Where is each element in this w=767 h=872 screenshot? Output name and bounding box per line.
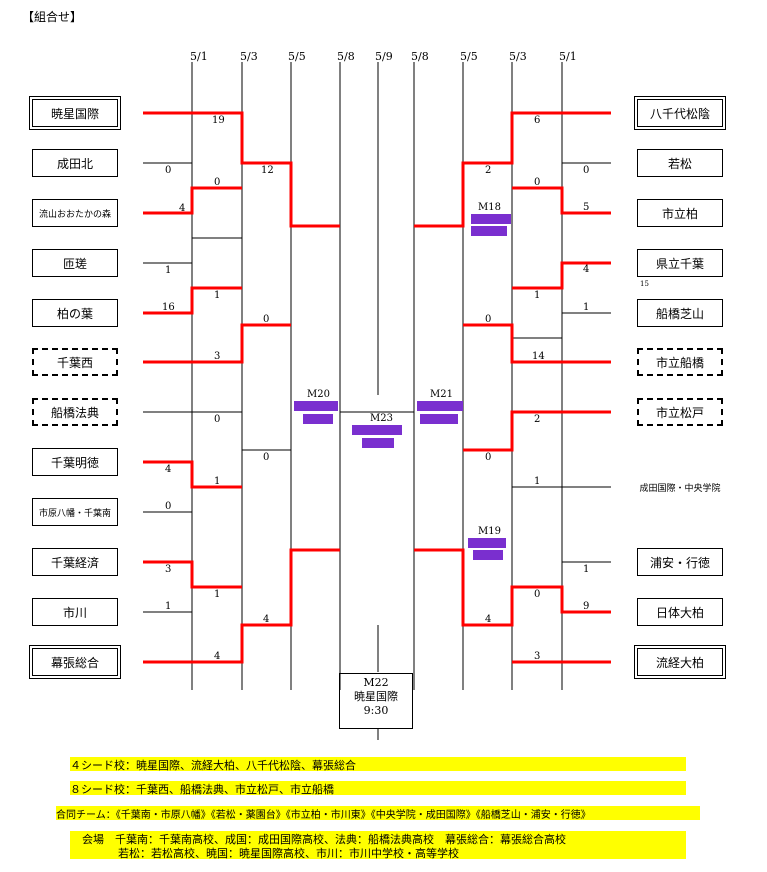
team-left-6: 千葉西 bbox=[32, 348, 118, 376]
score: 0 bbox=[263, 314, 270, 325]
score: 3 bbox=[214, 351, 221, 362]
team-left-10: 千葉経済 bbox=[32, 548, 118, 576]
score: 0 bbox=[534, 589, 541, 600]
date-label: 5/1 bbox=[559, 50, 577, 63]
score: 16 bbox=[162, 302, 175, 313]
score: 4 bbox=[485, 614, 492, 625]
team-left-7: 船橋法典 bbox=[32, 398, 118, 426]
note-joint-teams: 合同チーム：《千葉南・市原八幡》《若松・薬園台》《市立柏・市川東》《中央学院・成… bbox=[56, 806, 700, 821]
score: 0 bbox=[165, 165, 172, 176]
team-right-8: 成田国際・中央学院 bbox=[637, 473, 723, 501]
match-highlight bbox=[420, 414, 458, 424]
score: 0 bbox=[214, 177, 221, 188]
date-label: 5/3 bbox=[240, 50, 258, 63]
score: 1 bbox=[165, 601, 172, 612]
team-right-11: 流経大柏 bbox=[634, 645, 726, 679]
date-label: 5/5 bbox=[288, 50, 306, 63]
score: 1 bbox=[165, 265, 172, 276]
team-right-3: 市立柏 bbox=[637, 199, 723, 227]
match-label-m23: M23 bbox=[370, 413, 393, 424]
team-right-5: 船橋芝山 bbox=[637, 299, 723, 327]
team-right-4: 県立千葉 bbox=[637, 249, 723, 277]
team-left-3: 流山おおたかの森 bbox=[32, 199, 118, 227]
team-right-7: 市立松戸 bbox=[637, 398, 723, 426]
final-match-time: 9:30 bbox=[363, 704, 389, 717]
score: 0 bbox=[214, 414, 221, 425]
team-right-9: 浦安・行徳 bbox=[637, 548, 723, 576]
team-right-10: 日体大柏 bbox=[637, 598, 723, 626]
score: 1 bbox=[214, 290, 221, 301]
score: 4 bbox=[214, 651, 221, 662]
score: 0 bbox=[485, 314, 492, 325]
date-label: 5/8 bbox=[337, 50, 355, 63]
score: 2 bbox=[534, 414, 541, 425]
score: 0 bbox=[485, 452, 492, 463]
score: 1 bbox=[214, 589, 221, 600]
score: 12 bbox=[261, 165, 274, 176]
score: 3 bbox=[534, 651, 541, 662]
score: 9 bbox=[583, 601, 590, 612]
team-left-2: 成田北 bbox=[32, 149, 118, 177]
match-label-m19: M19 bbox=[478, 526, 501, 537]
score: 1 bbox=[534, 476, 541, 487]
match-label-m21: M21 bbox=[430, 389, 453, 400]
match-highlight bbox=[417, 401, 463, 411]
score: 1 bbox=[534, 290, 541, 301]
match-highlight bbox=[471, 226, 507, 236]
note-seed8: ８シード校：千葉西、船橋法典、市立松戸、市立船橋 bbox=[70, 781, 686, 796]
note-venue-1: 会場 千葉南：千葉南高校、成国：成田国際高校、法典：船橋法典高校 幕張総合：幕張… bbox=[70, 831, 686, 846]
date-label: 5/1 bbox=[190, 50, 208, 63]
score: 0 bbox=[534, 177, 541, 188]
match-highlight bbox=[362, 438, 394, 448]
score: 0 bbox=[263, 452, 270, 463]
final-match-label: M22 bbox=[363, 676, 389, 689]
score: 5 bbox=[583, 202, 590, 213]
match-highlight bbox=[303, 414, 333, 424]
score: 4 bbox=[583, 264, 590, 275]
score: 1 bbox=[214, 476, 221, 487]
match-highlight bbox=[352, 425, 402, 435]
team-left-9: 市原八幡・千葉南 bbox=[32, 498, 118, 526]
score: 4 bbox=[263, 614, 270, 625]
team-left-8: 千葉明徳 bbox=[32, 448, 118, 476]
score: 3 bbox=[165, 564, 172, 575]
date-label: 5/5 bbox=[460, 50, 478, 63]
score: 1 bbox=[583, 564, 590, 575]
date-label: 5/9 bbox=[375, 50, 393, 63]
score: 19 bbox=[212, 115, 225, 126]
score: 0 bbox=[583, 165, 590, 176]
score: 1 bbox=[583, 302, 590, 313]
match-highlight bbox=[471, 214, 511, 224]
team-right-2: 若松 bbox=[637, 149, 723, 177]
score: 4 bbox=[179, 203, 186, 214]
match-highlight bbox=[294, 401, 338, 411]
match-highlight bbox=[468, 538, 506, 548]
final-match-box: M22 暁星国際 9:30 bbox=[339, 673, 413, 729]
note-venue-2: 若松：若松高校、暁国：暁星国際高校、市川：市川中学校・高等学校 bbox=[70, 845, 686, 860]
match-highlight bbox=[473, 550, 503, 560]
match-label-m20: M20 bbox=[307, 389, 330, 400]
team-right-6: 市立船橋 bbox=[637, 348, 723, 376]
team-left-5: 柏の葉 bbox=[32, 299, 118, 327]
date-label: 5/3 bbox=[509, 50, 527, 63]
team-left-11: 市川 bbox=[32, 598, 118, 626]
match-label-m18: M18 bbox=[478, 202, 501, 213]
team-left-1: 暁星国際 bbox=[29, 96, 121, 130]
team-right-1: 八千代松陰 bbox=[634, 96, 726, 130]
score-note: 15 bbox=[640, 280, 649, 288]
team-left-4: 匝瑳 bbox=[32, 249, 118, 277]
score: 4 bbox=[165, 464, 172, 475]
note-seed4: ４シード校：暁星国際、流経大柏、八千代松陰、幕張総合 bbox=[70, 757, 686, 772]
score: 0 bbox=[165, 501, 172, 512]
team-left-12: 幕張総合 bbox=[29, 645, 121, 679]
date-label: 5/8 bbox=[411, 50, 429, 63]
score: 6 bbox=[534, 115, 541, 126]
score: 14 bbox=[532, 351, 545, 362]
score: 2 bbox=[485, 165, 492, 176]
page-title: 【組合せ】 bbox=[22, 10, 83, 24]
final-match-venue: 暁星国際 bbox=[354, 690, 398, 703]
